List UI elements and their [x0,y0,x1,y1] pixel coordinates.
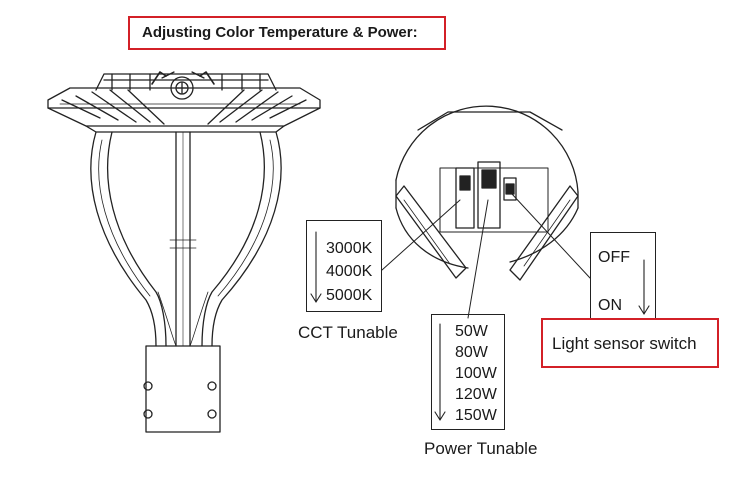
lamp-arm-left [90,131,167,347]
power-caption: Power Tunable [424,439,538,458]
sensor-arrow [638,259,650,315]
mounting-base [143,345,221,433]
cct-arrow [310,231,322,303]
diagram-title: Adjusting Color Temperature & Power: [142,24,418,41]
cct-option-4000k: 4000K [326,263,373,280]
detail-magnifier [395,105,579,281]
title-highlight-box [128,16,446,50]
cct-caption: CCT Tunable [298,323,398,342]
sensor-highlight-box [541,318,719,368]
cct-option-3000k: 3000K [326,240,373,257]
adjust-knob [151,71,215,100]
lamp-arm-right [201,131,282,347]
sensor-off-label: OFF [598,249,630,266]
power-options-box [431,314,505,430]
power-option-100w: 100W [455,365,497,382]
cct-option-5000k: 5000K [326,287,373,304]
cct-options-box [306,220,382,312]
sensor-caption: Light sensor switch [552,334,697,353]
power-arrow [434,323,446,421]
sensor-on-label: ON [598,297,622,314]
power-option-150w: 150W [455,407,497,424]
lamp-head-top [95,73,277,91]
power-option-120w: 120W [455,386,497,403]
center-pole [157,131,209,347]
power-option-50w: 50W [455,323,488,340]
lamp-head-canopy [47,87,321,133]
power-option-80w: 80W [455,344,488,361]
leader-lines [381,193,591,319]
